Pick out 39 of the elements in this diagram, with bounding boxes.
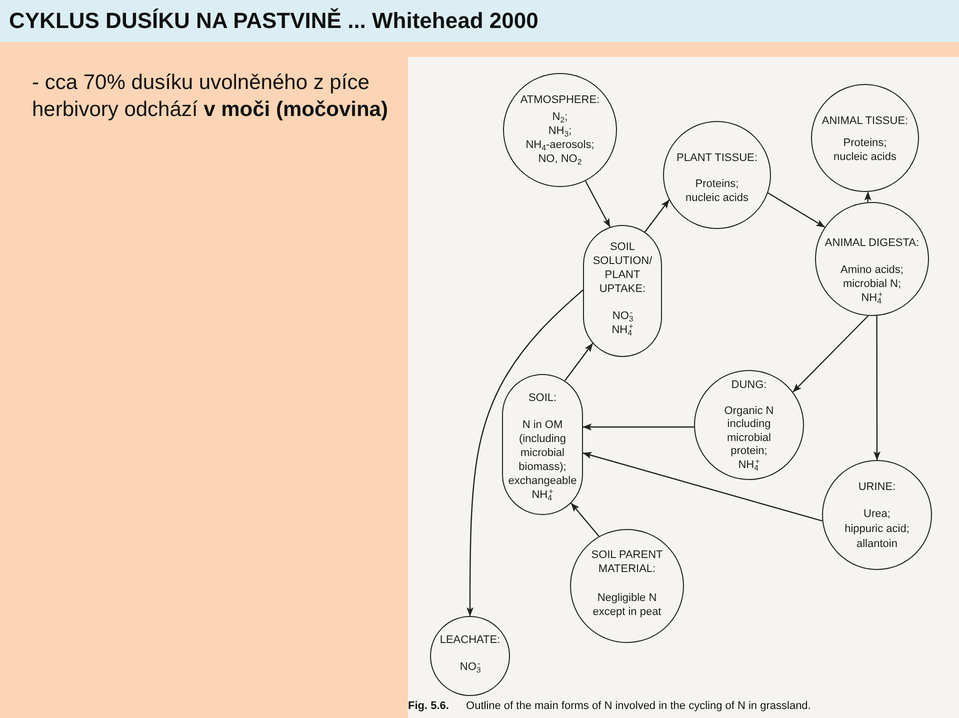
node-text: Urea; hippuric acid; allantoin bbox=[844, 506, 910, 552]
node-heading: ANIMAL TISSUE: bbox=[822, 114, 908, 128]
node-text: Proteins; nucleic acids bbox=[686, 176, 748, 205]
capsule-node bbox=[502, 374, 583, 515]
node-text: Negligible N except in peat bbox=[592, 590, 662, 619]
capsule-node bbox=[583, 225, 662, 357]
arrow bbox=[570, 502, 600, 537]
arrow bbox=[644, 200, 670, 232]
arrow bbox=[864, 192, 872, 202]
arrow bbox=[564, 343, 594, 382]
circle-node bbox=[570, 529, 684, 643]
node-heading: PLANT TISSUE: bbox=[676, 150, 758, 165]
circle-node bbox=[663, 121, 771, 229]
circle-node bbox=[430, 616, 510, 696]
node-text: Proteins; nucleic acids bbox=[834, 136, 896, 164]
circle-node bbox=[815, 202, 929, 316]
circle-node bbox=[811, 84, 919, 192]
bullet-text: - cca 70% dusíku uvolněného z píce herbivory odchází v moči (močovina) bbox=[32, 70, 389, 123]
node-heading: DUNG: bbox=[731, 378, 767, 392]
node-heading: SOIL: bbox=[528, 390, 557, 405]
node-text: N$_{2}$; NH$_{3}$; NH$_{4}$-aerosols; NO, NO$_{2}$ bbox=[526, 110, 594, 166]
figure-caption: Fig. 5.6. Outline of the main forms of N involved in the cycling of N in grassland. bbox=[408, 699, 811, 713]
arrow bbox=[584, 180, 611, 228]
arrow bbox=[768, 192, 826, 228]
circle-node bbox=[503, 73, 617, 187]
arrow bbox=[466, 290, 584, 616]
circle-node bbox=[694, 370, 804, 480]
node-heading: LEACHATE: bbox=[440, 632, 500, 647]
node-heading: SOIL SOLUTION/ PLANT UPTAKE: bbox=[592, 240, 652, 296]
node-heading: ANIMAL DIGESTA: bbox=[824, 236, 920, 250]
node-heading: URINE: bbox=[858, 480, 896, 495]
node-heading: SOIL PARENT MATERIAL: bbox=[591, 548, 663, 576]
slide-title: CYKLUS DUSÍKU NA PASTVINĚ ... Whitehead 2000 bbox=[9, 8, 538, 34]
circle-node bbox=[822, 460, 932, 570]
arrow bbox=[874, 316, 880, 460]
arrow bbox=[582, 424, 694, 430]
node-heading: ATMOSPHERE: bbox=[520, 92, 600, 107]
arrow bbox=[792, 315, 869, 392]
arrow bbox=[582, 452, 822, 522]
